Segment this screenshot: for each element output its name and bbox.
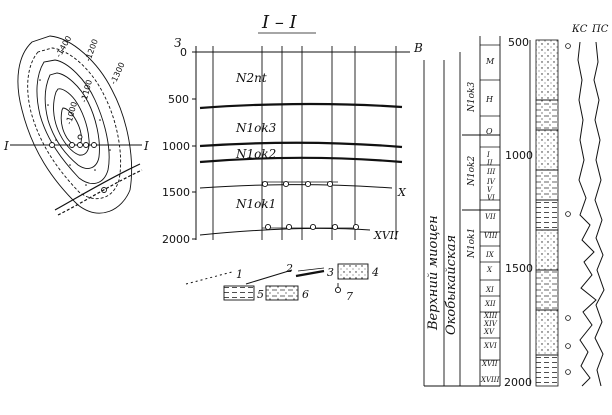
- layer-label: X: [486, 266, 493, 274]
- contour-2: [27, 47, 122, 200]
- well-log: Верхний миоцен Окобыкайская N1ok3 N1ok2 …: [423, 24, 609, 389]
- contour-outer: [17, 35, 133, 214]
- map-line-label-left: I: [3, 139, 9, 153]
- layer-label: V: [487, 186, 493, 194]
- depth-tick-label: 1000: [162, 140, 190, 153]
- log-depth-label: 1000: [505, 149, 533, 162]
- layer-label: М: [485, 57, 495, 66]
- horizon-label: XVII: [373, 229, 399, 242]
- log-age-label: Верхний миоцен: [426, 215, 441, 331]
- layer-label: VI: [487, 194, 495, 202]
- unit-label: N1ok1: [235, 197, 276, 211]
- layer-label: Н: [485, 95, 494, 104]
- horizon-XVII: [199, 227, 371, 236]
- section-left-label: З: [174, 36, 181, 50]
- fault-line: [54, 163, 141, 211]
- layer-label: XI: [485, 286, 494, 294]
- legend-symbol-1: [185, 271, 233, 285]
- contour-5: [53, 88, 90, 156]
- map-line-label-right: I: [143, 139, 149, 153]
- legend-number: 1: [236, 268, 243, 281]
- section-wells: [261, 180, 360, 231]
- unit-label: N1ok2: [235, 147, 276, 161]
- legend-number: 2: [285, 262, 293, 275]
- layer-label: XIV: [483, 320, 498, 328]
- contour-label: -1100: [79, 79, 94, 104]
- contour-labels: -1400 -1200 -1000 -1100 -1300: [54, 34, 127, 125]
- boundary-n2-n1ok3: [199, 102, 403, 110]
- map-wells: [49, 134, 107, 193]
- legend-symbol-2: [245, 269, 293, 285]
- depth-tick-label: 2000: [162, 233, 190, 246]
- legend-symbol-6: [265, 285, 299, 301]
- log-sub-label: N1ok1: [467, 228, 477, 259]
- log-sub-label: N1ok2: [467, 156, 477, 187]
- horizon-X: [199, 184, 393, 189]
- legend-number: 3: [327, 266, 334, 279]
- legend-symbol-7: [334, 286, 342, 294]
- ps-curve: [593, 41, 605, 387]
- log-depth-label: 2000: [504, 376, 532, 389]
- depth-tick-label: 1500: [162, 186, 190, 199]
- layer-labels: М Н О I II III IV V VI VII VIII IX X XI …: [480, 57, 500, 384]
- log-depth-label: 500: [508, 36, 529, 49]
- contour-3: [36, 59, 110, 185]
- legend-number: 6: [302, 288, 309, 301]
- layer-label: VIII: [484, 232, 498, 240]
- contour-label: -1200: [83, 38, 99, 63]
- layer-label: XVIII: [480, 376, 500, 384]
- layer-label: I: [486, 151, 490, 159]
- log-depth-label: 1500: [505, 262, 533, 275]
- curve-label: ПС: [591, 24, 609, 35]
- legend-number: 7: [346, 290, 353, 303]
- fault-line-2: [57, 169, 143, 216]
- contour-label: -1300: [109, 61, 127, 86]
- horizon-label: X: [397, 186, 407, 199]
- layer-label: III: [486, 168, 496, 176]
- section-title: I – I: [261, 12, 298, 33]
- section-right-label: В: [413, 41, 423, 55]
- layer-label: О: [486, 127, 493, 136]
- lithology-column: [535, 39, 559, 387]
- ks-curve: [577, 41, 597, 387]
- layer-label: XIII: [483, 312, 498, 320]
- log-wells: [565, 43, 571, 375]
- legend-number: 5: [257, 288, 264, 301]
- layer-label: IV: [486, 178, 496, 186]
- unit-label: N2nt: [235, 71, 267, 85]
- structure-map: I I -1400 -1200 -1000 -1100 -1300: [3, 34, 149, 216]
- boundary-ok3-ok2: [199, 141, 403, 149]
- layer-label: XII: [484, 300, 496, 308]
- layer-label: XVII: [481, 360, 498, 368]
- legend-number: 4: [371, 266, 379, 279]
- unit-label: N1ok3: [235, 121, 277, 135]
- depth-ticks: 0 500 1000 1500 2000: [162, 46, 196, 246]
- layer-label: XV: [483, 328, 495, 336]
- legend-symbol-4: [337, 263, 369, 280]
- depth-tick-label: 0: [180, 46, 187, 59]
- map-dots: [39, 79, 111, 186]
- legend: 1 2 3 4 5 6 7: [185, 262, 379, 303]
- legend-symbol-3: [295, 269, 325, 278]
- depth-tick-label: 500: [168, 93, 189, 106]
- layer-label: IX: [485, 251, 495, 259]
- contour-4: [44, 72, 100, 169]
- log-sub-label: N1ok3: [467, 82, 477, 113]
- layer-label: VII: [485, 213, 496, 221]
- cross-section: I – I З В 0 500 1000 1500 2000: [162, 12, 423, 246]
- layer-label: II: [486, 159, 493, 167]
- boundary-ok2-ok1: [199, 156, 403, 164]
- curve-label: КС: [571, 24, 588, 35]
- log-suite-label: Окобыкайская: [444, 235, 459, 335]
- legend-symbol-5: [223, 285, 255, 301]
- layer-label: XVI: [483, 342, 497, 350]
